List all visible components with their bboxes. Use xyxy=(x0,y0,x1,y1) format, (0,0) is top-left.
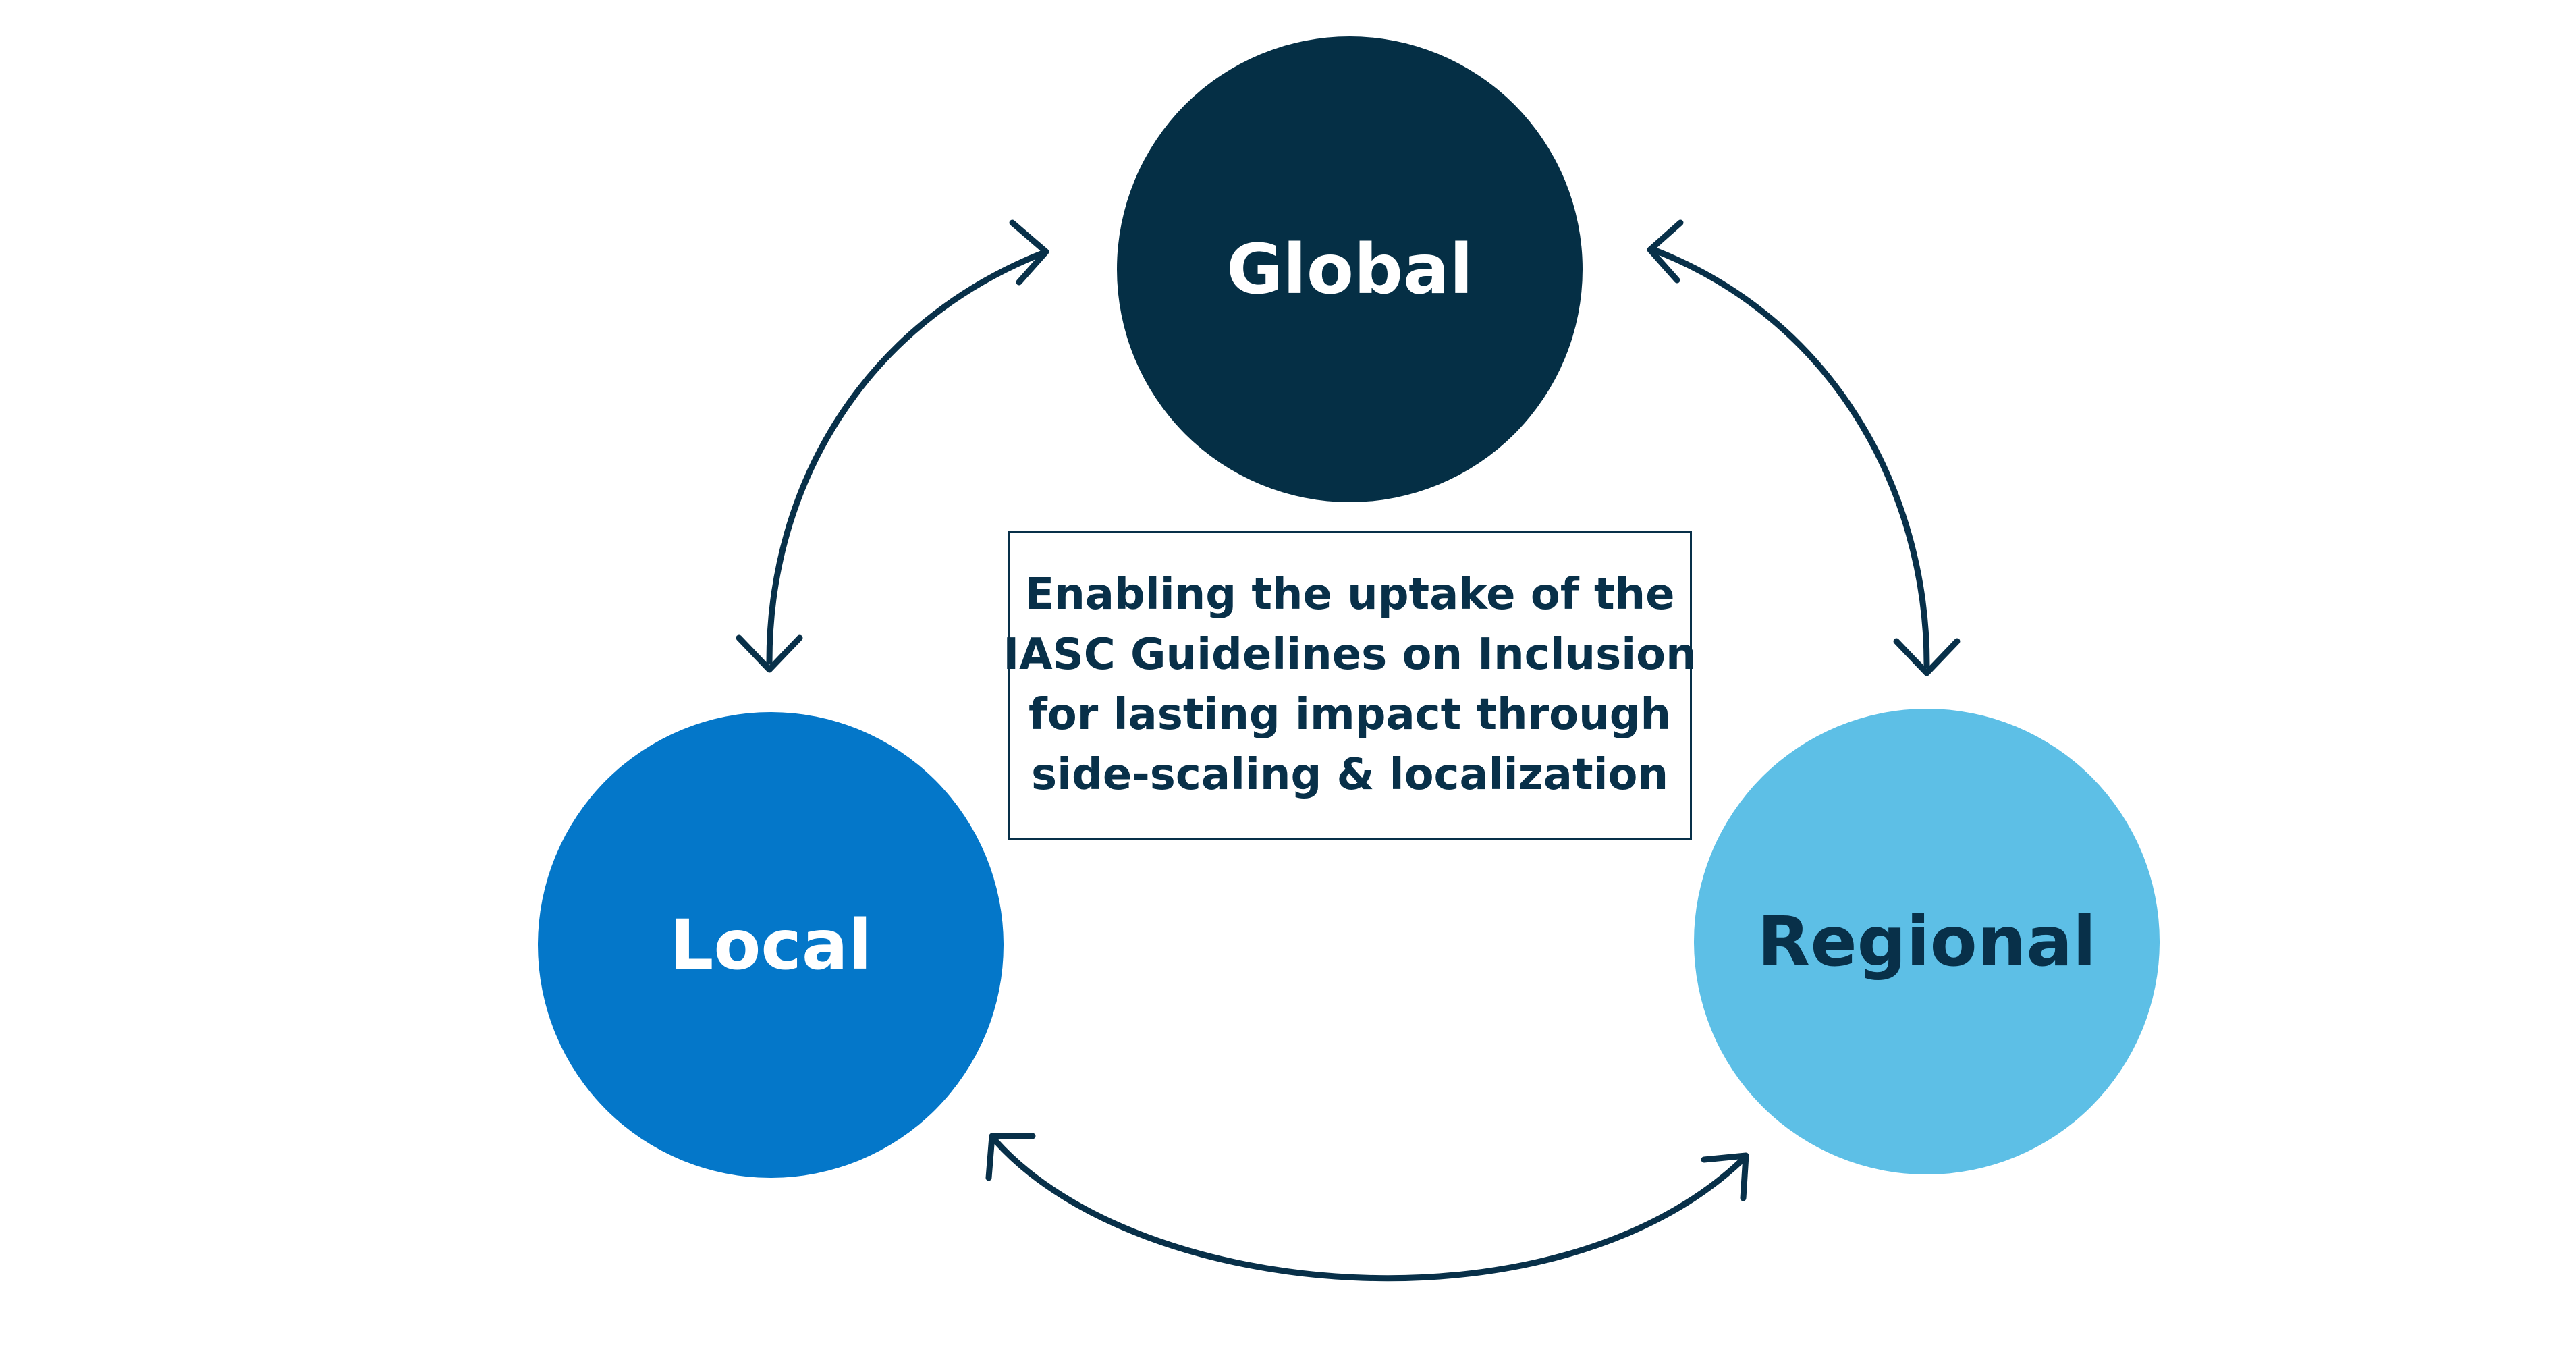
arrow-head-at-local-bottom-icon xyxy=(985,1133,1036,1181)
arrow-head-at-regional-bottom-icon xyxy=(1701,1152,1749,1202)
center-line-3: for lasting impact through xyxy=(1028,690,1672,740)
center-line-2: IASC Guidelines on Inclusion xyxy=(1003,630,1697,680)
center-statement-box: Enabling the uptake of the IASC Guidelin… xyxy=(1003,531,1697,840)
local-node: Local xyxy=(538,712,1004,1178)
center-line-4: side-scaling & localization xyxy=(1031,750,1669,800)
regional-label: Regional xyxy=(1757,901,2097,982)
local-label: Local xyxy=(669,905,872,986)
arrow-head-at-global-right-icon xyxy=(1647,219,1684,284)
center-line-1: Enabling the uptake of the xyxy=(1024,570,1675,620)
arrow-global-local xyxy=(736,219,1049,673)
global-label: Global xyxy=(1226,229,1473,310)
regional-node: Regional xyxy=(1694,709,2160,1174)
arrow-global-regional-curve xyxy=(1650,246,1930,668)
arrow-head-at-local-icon xyxy=(736,634,803,673)
global-node: Global xyxy=(1117,36,1583,502)
arrow-local-regional-curve xyxy=(992,1137,1745,1282)
arrow-head-at-global-icon xyxy=(1009,219,1049,286)
arrow-global-local-curve xyxy=(766,250,1046,665)
arrow-global-regional xyxy=(1647,219,1961,676)
arrow-local-regional xyxy=(985,1133,1749,1282)
arrow-head-at-regional-icon xyxy=(1893,638,1961,676)
